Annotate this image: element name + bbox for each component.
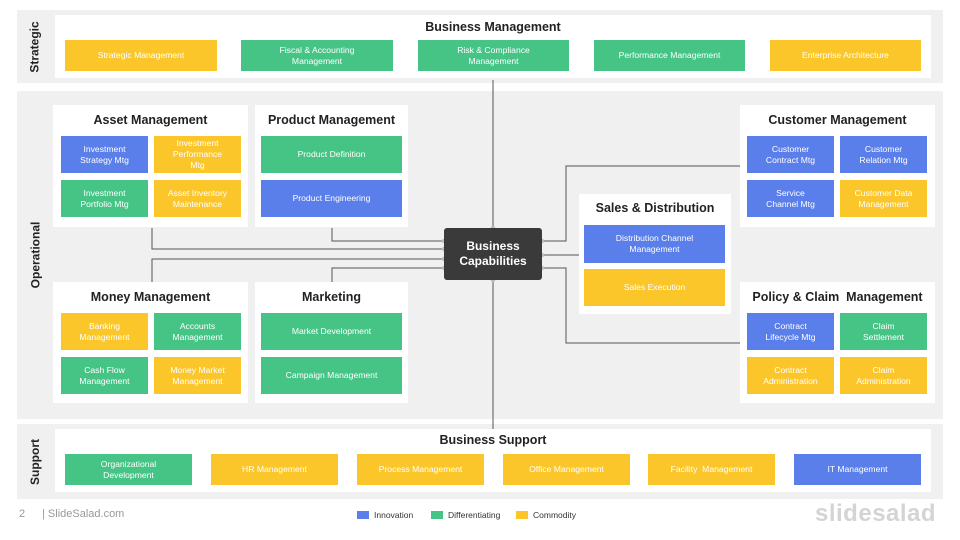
capability-hr-management[interactable]: HR Management <box>211 454 338 485</box>
customer-management-panel: Customer Management Customer Contract Mt… <box>740 105 935 227</box>
legend-differentiating: Differentiating <box>431 510 500 520</box>
capability-customer-data[interactable]: Customer Data Management <box>840 180 927 217</box>
business-management-panel: Business Management Strategic Management… <box>55 15 931 78</box>
legend-label: Differentiating <box>448 510 501 520</box>
capability-customer-contract[interactable]: Customer Contract Mtg <box>747 136 834 173</box>
source-link[interactable]: | SlideSalad.com <box>42 508 125 520</box>
capability-strategic-management[interactable]: Strategic Management <box>65 40 217 71</box>
legend-innovation: Innovation <box>357 510 413 520</box>
capability-banking-management[interactable]: Banking Management <box>61 313 148 350</box>
policy-claim-panel: Policy & Claim Management Contract Lifec… <box>740 282 935 403</box>
customer-management-title: Customer Management <box>768 113 907 127</box>
legend-label: Commodity <box>533 510 576 520</box>
capability-fiscal-accounting[interactable]: Fiscal & Accounting Management <box>241 40 393 71</box>
capability-service-channel[interactable]: Service Channel Mtg <box>747 180 834 217</box>
capability-facility-management[interactable]: Facility Management <box>648 454 775 485</box>
capability-sales-execution[interactable]: Sales Execution <box>584 269 725 306</box>
business-capabilities-hub: Business Capabilities <box>444 228 542 280</box>
capability-contract-lifecycle[interactable]: Contract Lifecycle Mtg <box>747 313 834 350</box>
product-management-title: Product Management <box>267 113 396 127</box>
capability-product-definition[interactable]: Product Definition <box>261 136 402 173</box>
legend-swatch <box>431 511 443 519</box>
capability-claim-settlement[interactable]: Claim Settlement <box>840 313 927 350</box>
capability-product-engineering[interactable]: Product Engineering <box>261 180 402 217</box>
product-management-panel: Product Management Product Definition Pr… <box>255 105 408 227</box>
capability-investment-performance[interactable]: Investment Performance Mtg <box>154 136 241 173</box>
capability-claim-administration[interactable]: Claim Administration <box>840 357 927 394</box>
capability-money-market[interactable]: Money Market Management <box>154 357 241 394</box>
legend-swatch <box>357 511 369 519</box>
page-number: 2 <box>19 508 26 520</box>
capability-campaign-management[interactable]: Campaign Management <box>261 357 402 394</box>
legend-commodity: Commodity <box>516 510 576 520</box>
capability-market-development[interactable]: Market Development <box>261 313 402 350</box>
brand-logo: slidesalad <box>815 500 937 527</box>
capability-cash-flow[interactable]: Cash Flow Management <box>61 357 148 394</box>
legend-swatch <box>516 511 528 519</box>
legend-label: Innovation <box>374 510 414 520</box>
capability-asset-inventory[interactable]: Asset Inventory Maintenance <box>154 180 241 217</box>
business-management-title: Business Management <box>425 20 561 34</box>
sales-distribution-panel: Sales & Distribution Distribution Channe… <box>579 194 731 314</box>
capability-organizational-development[interactable]: Organizational Development <box>65 454 192 485</box>
capability-contract-administration[interactable]: Contract Administration <box>747 357 834 394</box>
capability-customer-relation[interactable]: Customer Relation Mtg <box>840 136 927 173</box>
capability-office-management[interactable]: Office Management <box>503 454 630 485</box>
capability-risk-compliance[interactable]: Risk & Compliance Management <box>418 40 569 71</box>
money-management-title: Money Management <box>90 290 211 304</box>
business-support-panel: Business Support Organizational Developm… <box>55 429 931 492</box>
sales-distribution-title: Sales & Distribution <box>595 201 715 215</box>
asset-management-panel: Asset Management Investment Strategy Mtg… <box>53 105 248 227</box>
capability-enterprise-architecture[interactable]: Enterprise Architecture <box>770 40 921 71</box>
business-support-title: Business Support <box>439 433 547 447</box>
capability-it-management[interactable]: IT Management <box>794 454 921 485</box>
capability-investment-strategy[interactable]: Investment Strategy Mtg <box>61 136 148 173</box>
capability-process-management[interactable]: Process Management <box>357 454 484 485</box>
marketing-panel: Marketing Market Development Campaign Ma… <box>255 282 408 403</box>
policy-claim-title: Policy & Claim Management <box>752 290 923 304</box>
money-management-panel: Money Management Banking Management Acco… <box>53 282 248 403</box>
asset-management-title: Asset Management <box>93 113 208 127</box>
capability-accounts-management[interactable]: Accounts Management <box>154 313 241 350</box>
capability-distribution-channel[interactable]: Distribution Channel Management <box>584 225 725 263</box>
capability-investment-portfolio[interactable]: Investment Portfolio Mtg <box>61 180 148 217</box>
marketing-title: Marketing <box>301 290 362 304</box>
capability-performance-management[interactable]: Performance Management <box>594 40 745 71</box>
